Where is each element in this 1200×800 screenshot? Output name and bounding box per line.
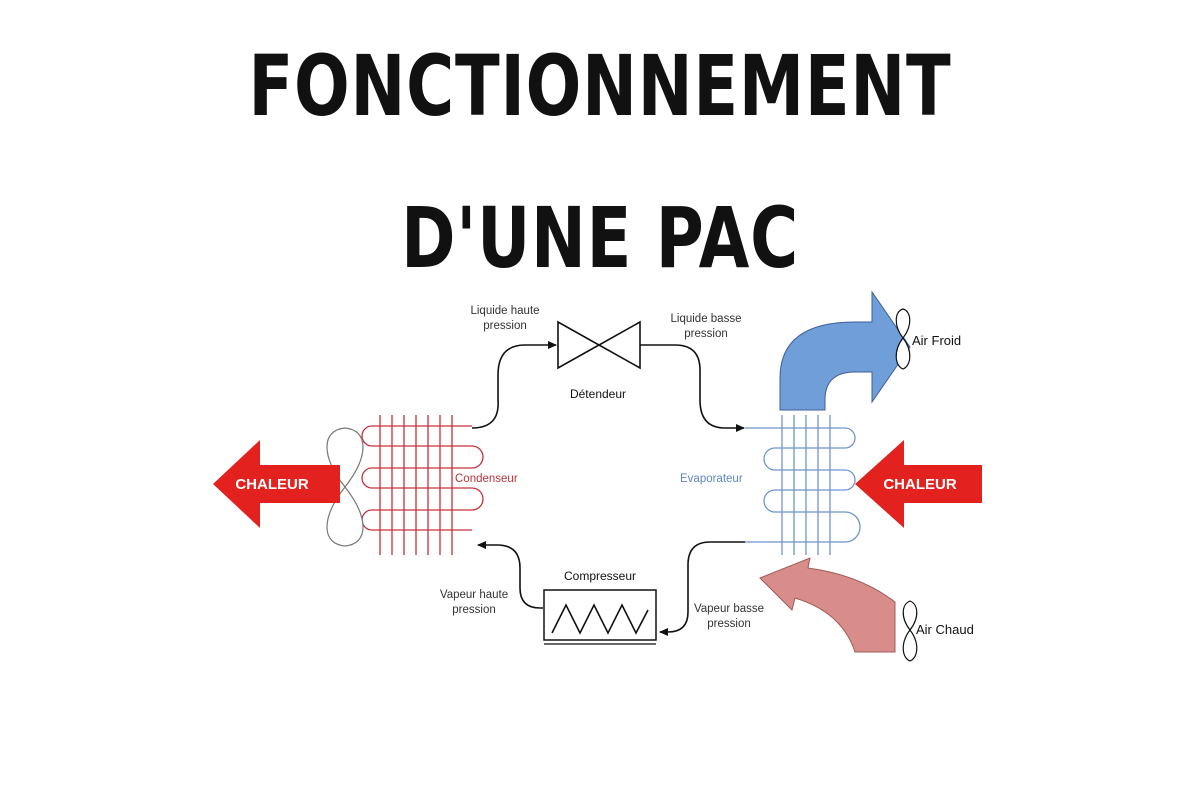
label-liquide-basse-2: pression (684, 328, 727, 340)
label-air-chaud: Air Chaud (916, 622, 974, 637)
line-condenser-to-detendeur (471, 341, 557, 429)
label-evaporateur: Evaporateur (680, 473, 743, 485)
condenser-coil (361, 415, 484, 555)
detendeur-valve-icon (557, 320, 641, 370)
line-evaporator-to-compressor (659, 541, 745, 636)
label-liquide-basse-1: Liquide basse (671, 313, 742, 325)
label-detendeur: Détendeur (570, 387, 626, 401)
line-detendeur-to-evaporator (640, 344, 745, 432)
heat-arrow-right-label: CHALEUR (883, 476, 956, 493)
heat-arrow-right: CHALEUR (855, 440, 982, 528)
compressor-icon (543, 589, 657, 645)
air-chaud-fan-icon (902, 600, 918, 662)
label-vapeur-basse-2: pression (707, 618, 750, 630)
label-condenseur: Condenseur (455, 473, 518, 485)
label-liquide-haute-2: pression (483, 320, 526, 332)
label-compresseur: Compresseur (564, 569, 636, 583)
warm-air-arrow (759, 557, 896, 653)
heat-arrow-left: CHALEUR (213, 440, 340, 528)
label-vapeur-haute-2: pression (452, 604, 495, 616)
line-compressor-to-condenser (477, 541, 543, 609)
label-liquide-haute-1: Liquide haute (470, 305, 539, 317)
cold-air-arrow (779, 290, 911, 411)
title-line-2: D'UNE PAC (401, 189, 799, 287)
air-froid-fan-icon (895, 308, 911, 370)
label-vapeur-basse-1: Vapeur basse (694, 603, 764, 615)
title-line-1: FONCTIONNEMENT (248, 37, 952, 135)
label-vapeur-haute-1: Vapeur haute (440, 589, 508, 601)
heat-arrow-left-label: CHALEUR (235, 476, 308, 493)
label-air-froid: Air Froid (912, 333, 961, 348)
evaporator-coil (745, 415, 861, 555)
